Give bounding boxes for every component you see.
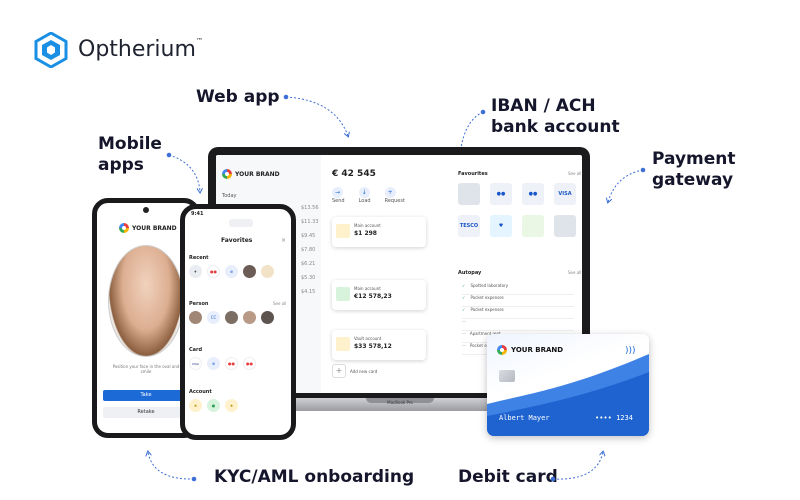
callout-iban: IBAN / ACH bank account <box>491 96 620 137</box>
favourite-tile[interactable]: TESCO <box>458 215 480 237</box>
phone-favorites: 9:41 Favorites × Recent ✈ ●● ⊕ Person Se… <box>180 204 296 440</box>
brand-logo-icon <box>222 169 232 179</box>
retake-photo-button[interactable]: Retake <box>103 407 189 418</box>
arrow-icon <box>168 154 200 192</box>
callout-kyc: KYC/AML onboarding <box>214 467 415 487</box>
favourite-tile[interactable]: ●● <box>490 183 512 205</box>
card-holder: Albert Mayer <box>499 414 550 422</box>
autopay-row[interactable]: ✓ Spotted laboratory <box>462 283 574 295</box>
favorite-account[interactable]: ★ <box>225 399 238 412</box>
card-wave-background <box>487 354 649 436</box>
favourite-tile[interactable]: VISA <box>554 183 576 205</box>
autopay-row[interactable]: — <box>462 319 574 331</box>
favorite-account[interactable]: ● <box>207 399 220 412</box>
section-card: Card <box>189 347 203 353</box>
autopay-see-all[interactable]: See all <box>568 270 582 275</box>
favorite-contact[interactable] <box>243 265 256 278</box>
favourite-tile[interactable] <box>522 215 544 237</box>
status-time: 9:41 <box>191 211 204 217</box>
section-person: Person <box>189 301 209 307</box>
favorite-card[interactable]: ●● <box>243 357 256 370</box>
favourite-tile[interactable]: ♥ <box>490 215 512 237</box>
callout-web-app: Web app <box>196 87 280 107</box>
take-photo-button[interactable]: Take <box>103 390 189 401</box>
web-balance-panel: € 42 545 → Send ↓ Load + Request Main ac… <box>328 155 448 393</box>
arrow-icon <box>285 96 348 136</box>
close-icon[interactable]: × <box>281 237 287 244</box>
favorite-contact[interactable] <box>261 311 274 324</box>
account-card-2[interactable]: Main account €12 578,23 <box>332 280 426 310</box>
favorite-card[interactable]: VISA <box>189 357 202 370</box>
favorite-contact[interactable] <box>261 265 274 278</box>
load-button[interactable]: ↓ Load <box>358 187 371 204</box>
favorites-title: Favorites <box>221 237 253 244</box>
brand-name: Optherium <box>78 37 196 62</box>
request-button[interactable]: + Request <box>384 187 405 204</box>
autopay-title: Autopay <box>458 270 482 276</box>
autopay-row[interactable]: ✓ Pocket expenses <box>462 307 574 319</box>
favorite-contact[interactable]: ●● <box>207 265 220 278</box>
favorite-contact[interactable] <box>243 311 256 324</box>
send-button[interactable]: → Send <box>332 187 345 204</box>
favourites-title: Favourites <box>458 171 488 177</box>
web-brand: YOUR BRAND <box>235 170 280 178</box>
card-brand: YOUR BRAND <box>511 346 564 354</box>
favourite-tile[interactable] <box>458 183 480 205</box>
account-card-3[interactable]: Vault account $33 578,12 <box>332 330 426 360</box>
favorite-card[interactable]: ⊕ <box>207 357 220 370</box>
brand-logo-icon <box>119 223 129 233</box>
arrow-icon <box>148 452 195 480</box>
laptop-notch <box>366 398 434 403</box>
sidebar-item-today[interactable]: Today <box>222 193 237 199</box>
chip-icon <box>499 370 515 382</box>
macbook-label: MacBook Pro <box>387 400 413 405</box>
brand-logo-icon <box>497 345 507 355</box>
card-number: •••• 1234 <box>595 414 633 422</box>
account-card-1[interactable]: Main account $1 298 <box>332 217 426 247</box>
contactless-icon: ))) <box>625 346 636 356</box>
person-see-all[interactable]: See all <box>273 301 287 306</box>
autopay-row[interactable]: ✓ Pocket expenses <box>462 295 574 307</box>
optherium-logo: Optherium™ <box>34 32 204 68</box>
section-recent: Recent <box>189 255 209 261</box>
favorite-contact[interactable] <box>189 311 202 324</box>
favorite-contact[interactable]: ⊕ <box>225 265 238 278</box>
section-account: Account <box>189 389 212 395</box>
callout-debit-card: Debit card <box>458 467 558 487</box>
callout-mobile-apps: Mobile apps <box>98 134 162 175</box>
web-balance: € 42 545 <box>332 169 376 179</box>
optherium-logo-icon <box>34 32 68 68</box>
favourite-tile[interactable]: ●● <box>522 183 544 205</box>
favourites-see-all[interactable]: See all <box>568 171 582 176</box>
arrow-icon <box>608 169 644 202</box>
favorite-contact[interactable]: CC <box>207 311 220 324</box>
add-card-button[interactable]: + Add new card <box>332 364 377 378</box>
debit-card: YOUR BRAND ))) Albert Mayer •••• 1234 <box>487 334 649 436</box>
web-favourites-panel: Favourites See all ●● ●● VISA TESCO ♥ Au… <box>458 155 582 393</box>
callout-payment-gateway: Payment gateway <box>652 149 736 190</box>
phone-kyc-brand: YOUR BRAND <box>132 224 177 232</box>
selfie-face-oval <box>108 245 184 357</box>
favorite-contact[interactable]: ✈ <box>189 265 202 278</box>
kyc-instruction: Position your face in the oval and smile <box>112 364 180 374</box>
favorite-contact[interactable] <box>225 311 238 324</box>
favorite-card[interactable]: ●● <box>225 357 238 370</box>
favourite-tile[interactable] <box>554 215 576 237</box>
favorite-account[interactable]: ★ <box>189 399 202 412</box>
arrow-icon <box>552 452 603 480</box>
